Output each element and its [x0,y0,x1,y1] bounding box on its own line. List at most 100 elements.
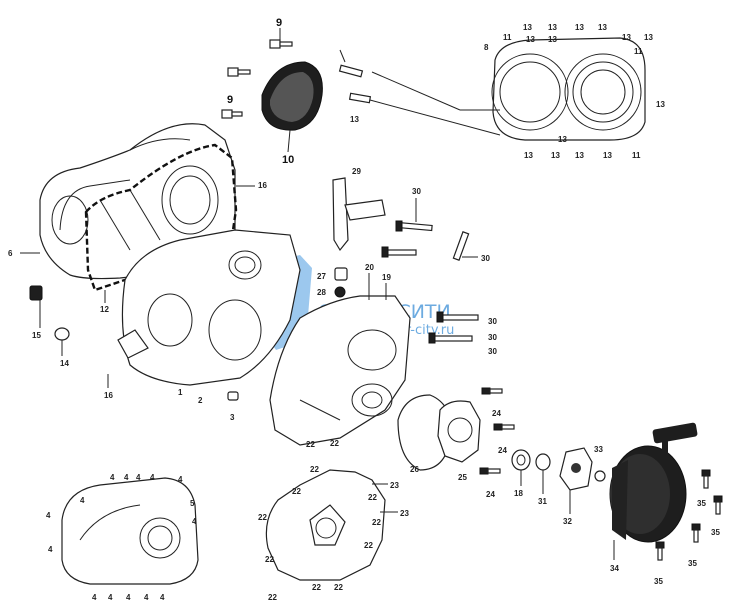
callout-13-top-7: 13 [548,35,557,44]
callout-18: 18 [514,489,523,498]
callout-22-11: 22 [368,493,377,502]
callout-4-2: 4 [124,473,129,482]
cvt-outer-cover [491,37,646,141]
callout-13-top-2: 13 [575,23,584,32]
part-15-clip [29,285,43,301]
recoil-starter-34 [609,422,698,543]
callout-22-0: 22 [306,440,315,449]
callout-30-e: 30 [488,347,497,356]
callout-26: 26 [410,465,419,474]
callout-13-top-3: 13 [598,23,607,32]
callout-5: 5 [190,499,195,508]
callout-22-7: 22 [312,583,321,592]
callout-20: 20 [365,263,374,272]
callout-22-10: 22 [372,518,381,527]
bearing-18 [511,449,531,471]
callout-13-top-6: 13 [526,35,535,44]
callout-23-a: 23 [390,481,399,490]
gasket-plate-22 [265,469,386,581]
callout-6: 6 [8,249,13,258]
callout-4-7: 4 [48,545,53,554]
callout-1: 1 [178,388,183,397]
gasket-plate-4 [61,477,199,585]
callout-30-d: 30 [488,333,497,342]
callout-13-right: 13 [656,100,665,109]
pin-13-set [338,49,372,104]
callout-29: 29 [352,167,361,176]
callout-4-12: 4 [160,593,165,602]
bolt-30-d [436,311,479,323]
callout-4-5: 4 [178,475,183,484]
callout-24-a: 24 [492,409,501,418]
callout-11-a: 11 [503,33,512,42]
part-27-cap [334,267,348,281]
callout-13-top-0: 13 [523,23,532,32]
callout-16-a: 16 [258,181,267,190]
callout-13-bl-1: 13 [524,151,533,160]
bolt-30-c [452,231,470,261]
callout-34: 34 [610,564,619,573]
callout-22-3: 22 [292,487,301,496]
callout-30-c: 30 [488,317,497,326]
callout-13-left: 13 [350,115,359,124]
seal-31 [535,453,551,471]
callout-22-4: 22 [258,513,267,522]
callout-13-bl-4: 13 [603,151,612,160]
callout-10: 10 [282,154,294,166]
callout-25: 25 [458,473,467,482]
air-filter-element [261,61,323,131]
callout-13-bl-5: 13 [558,135,567,144]
callout-12: 12 [100,305,109,314]
callout-4-9: 4 [108,593,113,602]
callout-27: 27 [317,272,326,281]
callout-3: 3 [230,413,235,422]
callout-15: 15 [32,331,41,340]
callout-2: 2 [198,396,203,405]
callout-31: 31 [538,497,547,506]
callout-33: 33 [594,445,603,454]
callout-32: 32 [563,517,572,526]
callout-13-bl-2: 13 [551,151,560,160]
crankcase-inner-half [117,229,301,386]
callout-4-4: 4 [150,473,155,482]
callout-23-b: 23 [400,509,409,518]
callout-19: 19 [382,273,391,282]
callout-4-13: 4 [192,517,197,526]
nut-33 [594,470,606,482]
bolt-35-b [713,495,723,515]
callout-13-top-5: 13 [644,33,653,42]
callout-35-a: 35 [697,499,706,508]
callout-35-b: 35 [711,528,720,537]
callout-4-6: 4 [46,511,51,520]
callout-22-5: 22 [265,555,274,564]
callout-9-a: 9 [276,17,282,29]
bolt-35-d [655,541,665,561]
callout-16-b: 16 [104,391,113,400]
bolt-35-c [691,523,701,543]
callout-24-c: 24 [486,490,495,499]
bolt-30-e [428,332,473,344]
callout-4-10: 4 [126,593,131,602]
callout-30-a: 30 [412,187,421,196]
bolt-24-b [493,423,515,431]
pump-cover-25 [437,400,481,463]
part-28-nut [334,286,346,298]
callout-22-6: 22 [268,593,277,602]
callout-4-3: 4 [136,473,141,482]
callout-13-top-4: 13 [622,33,631,42]
callout-9-b: 9 [227,94,233,106]
crankcase-right-half [269,295,411,446]
bolt-24-a [481,387,503,395]
callout-35-d: 35 [654,577,663,586]
callout-22-2: 22 [310,465,319,474]
callout-13-top-1: 13 [548,23,557,32]
starter-pulley-32 [559,447,593,491]
bolt-24-c [479,467,501,475]
callout-22-1: 22 [330,439,339,448]
callout-4-1: 4 [110,473,115,482]
callout-14: 14 [60,359,69,368]
callout-4-11: 4 [144,593,149,602]
callout-4-0: 4 [80,496,85,505]
bracket-29 [332,177,386,252]
